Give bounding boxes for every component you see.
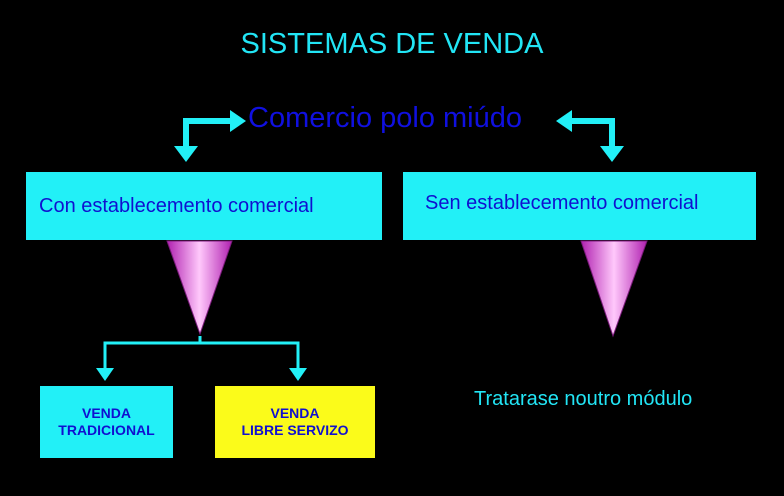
- node-sen-establecemento-label: Sen establecemento comercial: [425, 192, 699, 214]
- root-node-label: Comercio polo miúdo: [248, 102, 523, 134]
- node-venda-libre-servizo-line1: VENDA: [270, 405, 320, 421]
- arrow-head-left-box: [174, 146, 198, 162]
- split-connector: [103, 336, 300, 370]
- node-venda-tradicional-line2: TRADICIONAL: [58, 422, 155, 438]
- arrow-head-right-box: [600, 146, 624, 162]
- node-venda-tradicional-line1: VENDA: [81, 405, 131, 421]
- arrow-head-tradicional: [96, 368, 114, 381]
- node-venda-tradicional: VENDA TRADICIONAL: [40, 386, 173, 458]
- diagram-title: SISTEMAS DE VENDA: [240, 28, 544, 60]
- funnel-right: [580, 240, 648, 338]
- arrow-root-to-right: [571, 118, 615, 146]
- node-venda-libre-servizo-line2: LIBRE SERVIZO: [241, 422, 349, 438]
- note-other-module: Tratarase noutro módulo: [474, 388, 693, 410]
- node-sen-establecemento: Sen establecemento comercial: [403, 172, 756, 240]
- arrow-head-root-left: [556, 110, 572, 132]
- arrow-head-libre: [289, 368, 307, 381]
- node-con-establecemento: Con establecemento comercial: [26, 172, 382, 240]
- arrow-head-root-right: [230, 110, 246, 132]
- node-venda-libre-servizo: VENDA LIBRE SERVIZO: [215, 386, 375, 458]
- arrow-root-to-left: [183, 118, 232, 146]
- funnel-left: [166, 240, 233, 336]
- node-con-establecemento-label: Con establecemento comercial: [39, 195, 314, 217]
